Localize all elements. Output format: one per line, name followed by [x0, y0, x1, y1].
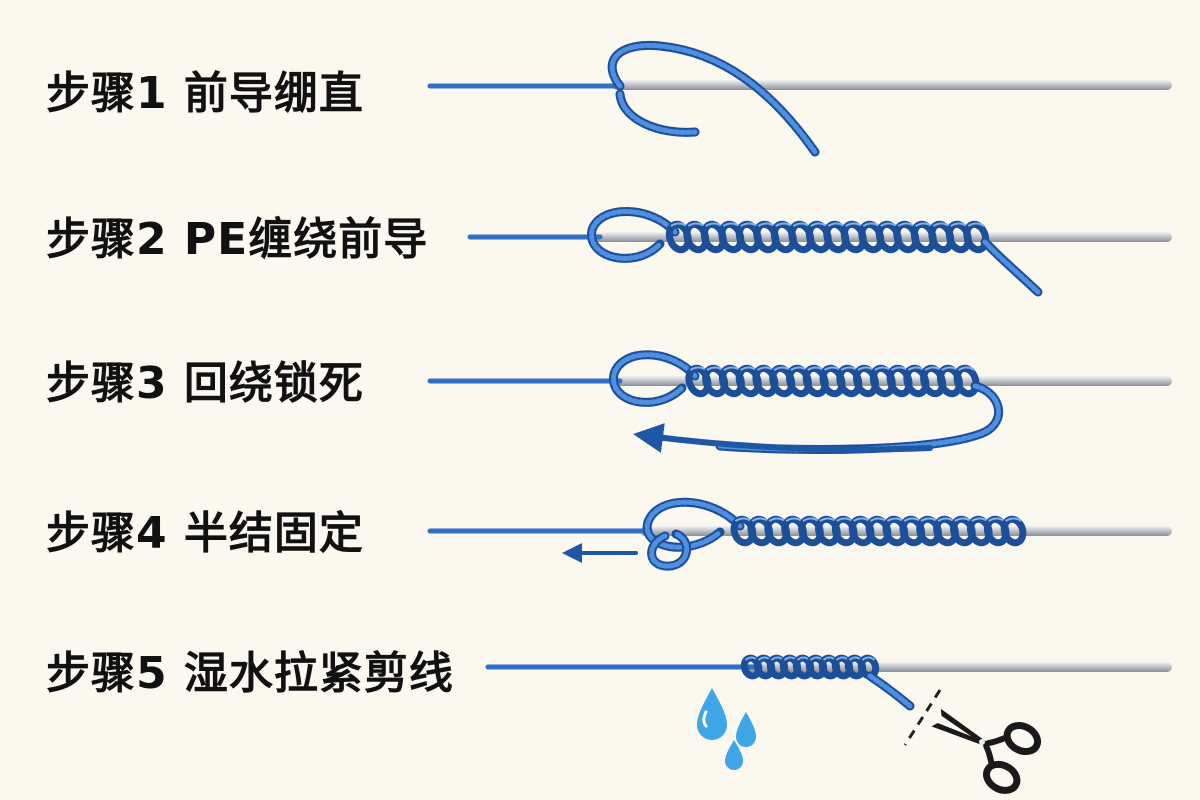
pe-wrap-highlight: [861, 656, 876, 661]
water-drops-icon: [697, 688, 756, 770]
step-3-diagram: [427, 350, 1172, 454]
pe-wrap-highlight: [897, 222, 915, 227]
step-4-diagram: [427, 497, 1172, 571]
pe-wrap-highlight: [740, 222, 758, 227]
arrow-left-icon: [633, 423, 933, 453]
step-5-label: 步骤5 湿水拉紧剪线: [46, 648, 454, 699]
cut-line: [903, 689, 942, 746]
pe-wrap-highlight: [967, 222, 985, 227]
step-5-diagram: [485, 654, 1172, 794]
pe-wrap-highlight: [722, 222, 740, 227]
step-2-diagram: [467, 207, 1172, 297]
step-4-label: 步骤4 半结固定: [46, 508, 364, 559]
pe-wrap-highlight: [1005, 517, 1023, 522]
pe-wrap-highlight: [950, 222, 968, 227]
pe-wrap-highlight: [670, 222, 688, 227]
pe-wrap-highlight: [687, 222, 705, 227]
pe-wrap-highlight: [775, 222, 793, 227]
pe-wraps: [730, 515, 1027, 547]
pe-wrap-highlight: [827, 222, 845, 227]
step-1-diagram: [427, 40, 1172, 157]
pe-wrap-highlight: [705, 222, 723, 227]
pe-wrap-highlight: [845, 222, 863, 227]
step-2-label: 步骤2 PE缠绕前导: [46, 214, 429, 265]
step-3-label: 步骤3 回绕锁死: [46, 358, 364, 409]
leader-line: [612, 80, 1172, 90]
pe-wraps: [665, 220, 990, 254]
pe-wrap-highlight: [932, 222, 950, 227]
pe-wrap-highlight: [915, 222, 933, 227]
pe-wrap-highlight: [757, 222, 775, 227]
pe-wraps-tight: [740, 654, 880, 680]
scissors-icon: [931, 708, 1042, 794]
step-1-label: 步骤1 前导绷直: [46, 68, 364, 119]
pe-wrap-highlight: [862, 222, 880, 227]
pe-wrap-highlight: [792, 222, 810, 227]
pe-wraps: [685, 364, 980, 398]
pe-wrap-highlight: [880, 222, 898, 227]
pe-wrap-highlight: [958, 366, 976, 371]
pe-wrap-highlight: [810, 222, 828, 227]
